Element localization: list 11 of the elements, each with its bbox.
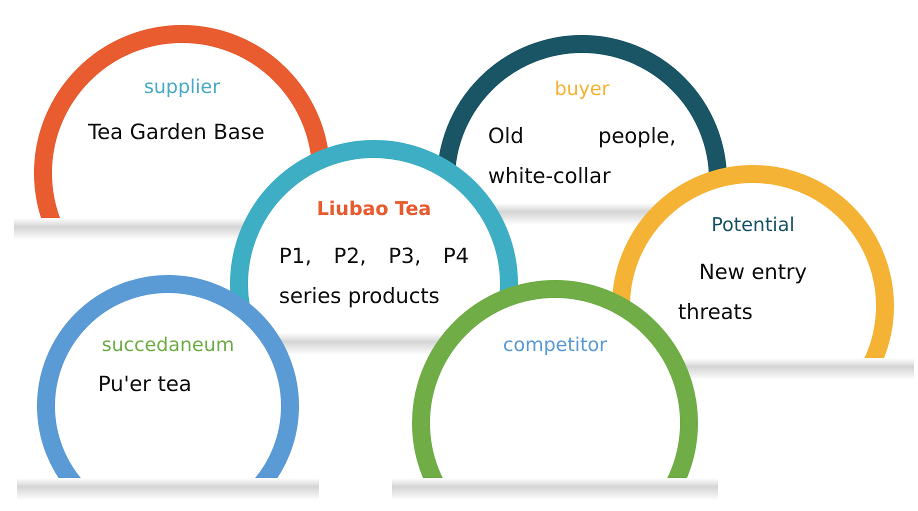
heading: Liubao Tea — [316, 198, 432, 220]
heading: Potential — [710, 214, 796, 236]
heading: succedaneum — [100, 334, 236, 356]
body-text: New entry threats — [678, 259, 808, 326]
body-text: Old people, white-collar — [488, 123, 676, 190]
heading: competitor — [502, 334, 608, 356]
body-text: P1, P2, P3, P4 series products — [279, 243, 469, 310]
body-text: Tea Garden Base — [88, 119, 266, 146]
heading: buyer — [554, 78, 610, 100]
heading: supplier — [142, 76, 222, 98]
body-text: Pu'er tea — [98, 371, 193, 398]
